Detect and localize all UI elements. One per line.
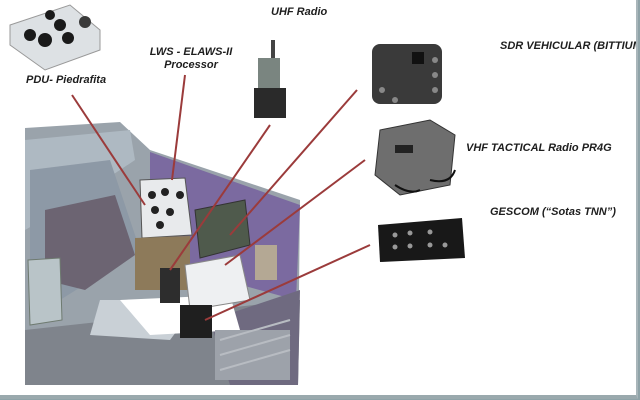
installed-vhf	[184, 245, 277, 311]
label-uhf-radio: UHF Radio	[271, 6, 328, 18]
label-lws-line2: Processor	[164, 59, 218, 71]
leader-lines	[71, 74, 371, 321]
label-vhf-tactical: VHF TACTICAL Radio PR4G	[466, 142, 612, 154]
leader-line-pdu	[71, 94, 146, 206]
leader-line-sdr	[229, 89, 358, 236]
gescom-image	[378, 218, 465, 262]
label-pdu: PDU- Piedrafita	[26, 74, 107, 86]
leader-line-gescom	[204, 244, 371, 321]
sdr-vehicular-image	[372, 44, 442, 104]
leader-line-vhf	[224, 159, 366, 266]
installed-uhf	[160, 268, 180, 303]
leader-line-lws	[171, 74, 186, 181]
pdu-device-image	[9, 4, 101, 71]
label-lws-line1: LWS - ELAWS-II	[149, 46, 233, 58]
label-gescom: GESCOM (“Sotas TNN”)	[490, 206, 616, 218]
uhf-radio-image	[254, 40, 286, 118]
installed-gescom	[180, 305, 212, 338]
label-lws: LWS - ELAWS-II Processor	[146, 46, 236, 72]
label-sdr-vehicular: SDR VEHICULAR (BITTIUM)	[500, 40, 638, 52]
vhf-radio-image	[374, 119, 456, 196]
leader-line-uhf	[169, 124, 271, 271]
